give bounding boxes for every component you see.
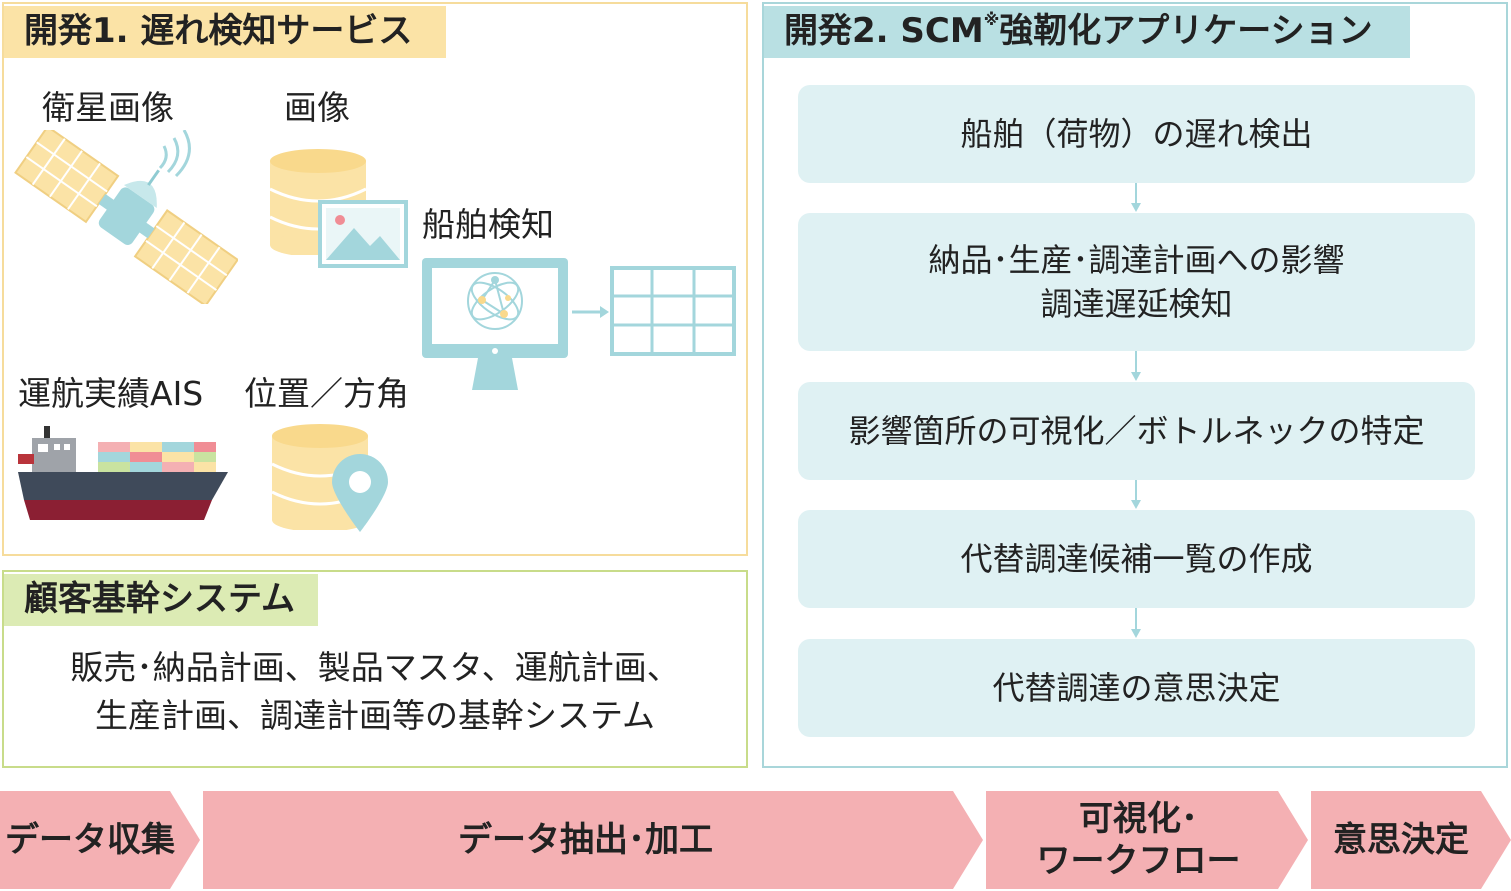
arrow-down-icon [1131, 183, 1141, 212]
arrow-down-icon [1131, 608, 1141, 638]
grid-table-icon [610, 266, 736, 356]
detection-label: 船舶検知 [422, 205, 554, 244]
image-icon [318, 200, 408, 268]
flow-step-visualize-shape [986, 791, 1308, 889]
ais-label: 運航実績AIS [18, 374, 204, 413]
flow-step-extract-shape [203, 791, 983, 889]
flow-step-extract: データ抽出･加工 [458, 820, 713, 860]
core-title: 顧客基幹システム [4, 574, 318, 626]
step-plan-impact: 納品･生産･調達計画への影響 調達遅延検知 [798, 213, 1475, 351]
arrow-down-icon [1131, 351, 1141, 381]
dev2-title: 開発2. SCM※強靭化アプリケーション [764, 6, 1410, 58]
image-label: 画像 [284, 88, 350, 127]
cargo-ship-icon [18, 426, 228, 520]
flow-step-decide-shape [1311, 791, 1511, 889]
arrow-right-icon [572, 306, 609, 318]
dev2-title-suffix: 強靭化アプリケーション [999, 11, 1373, 51]
core-description: 販売･納品計画、製品マスタ、運航計画、 生産計画、調達計画等の基幹システム [70, 648, 680, 735]
flow-step-collect: データ収集 [5, 820, 175, 860]
flow-step-collect-shape [0, 791, 200, 889]
step-bottleneck: 影響箇所の可視化／ボトルネックの特定 [798, 382, 1475, 480]
dev1-title: 開発1. 遅れ検知サービス [4, 6, 446, 58]
ai-network-icon [467, 272, 523, 330]
location-pin-icon [332, 454, 388, 532]
arrow-down-icon [1131, 480, 1141, 509]
dev2-title-main: 開発2. SCM [784, 11, 984, 51]
satellite-icon [14, 130, 238, 304]
step-alternatives: 代替調達候補一覧の作成 [798, 510, 1475, 608]
position-label: 位置／方角 [244, 374, 409, 413]
step-decision: 代替調達の意思決定 [798, 639, 1475, 737]
flow-step-visualize: 可視化･ ワークフロー [1036, 799, 1241, 881]
step-delay-detection: 船舶（荷物）の遅れ検出 [798, 85, 1475, 183]
dev2-title-mark: ※ [983, 10, 1000, 29]
satellite-label: 衛星画像 [42, 88, 174, 127]
flow-step-decide: 意思決定 [1333, 820, 1469, 860]
